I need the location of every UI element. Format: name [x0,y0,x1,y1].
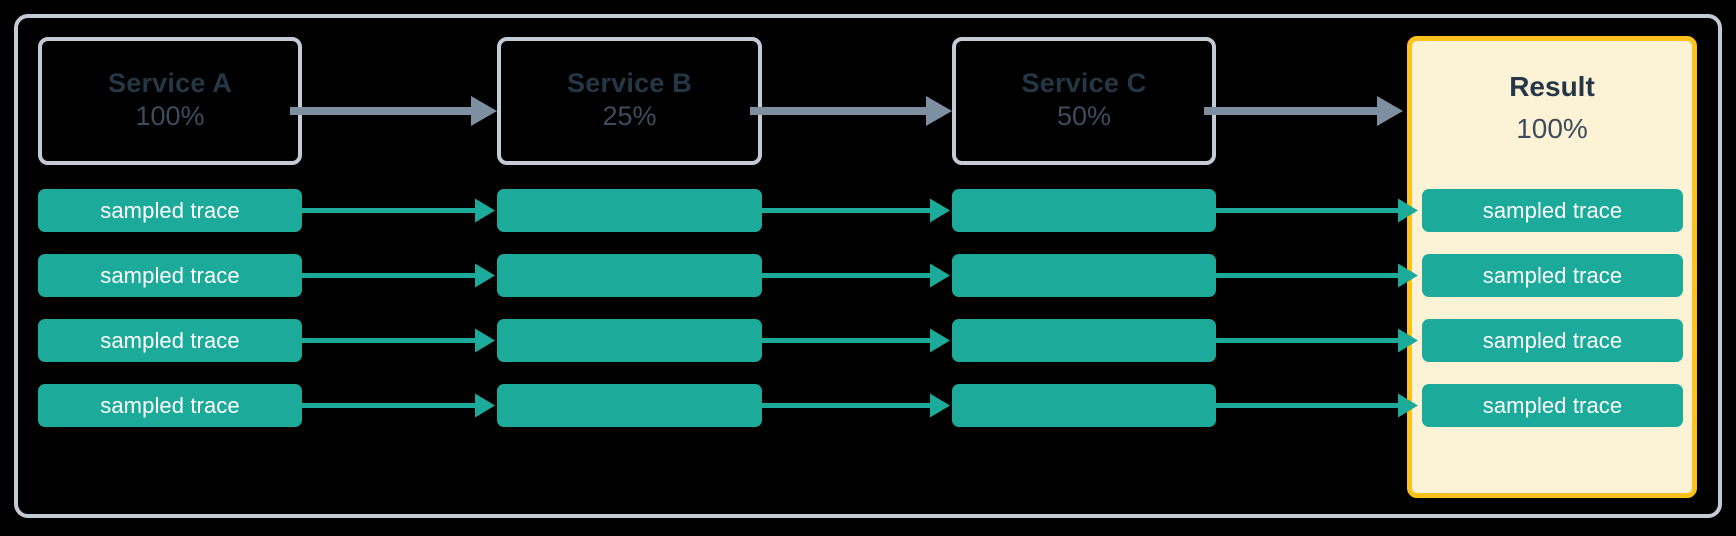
trace-bar-col-b-row-1 [497,189,762,232]
service-b-name: Service B [567,68,692,99]
service-box-c: Service C 50% [952,37,1216,165]
trace-bar-col-a-row-2: sampled trace [38,254,302,297]
trace-bar-col-b-row-4 [497,384,762,427]
service-c-name: Service C [1021,68,1147,99]
trace-bar-label: sampled trace [100,197,240,223]
trace-bar-label: sampled trace [100,392,240,418]
trace-bar-label: sampled trace [1482,392,1623,418]
trace-bar-col-c-row-1 [952,189,1216,232]
trace-bar-col-result-row-4: sampled trace [1422,384,1683,427]
trace-bar-label: sampled trace [100,327,240,353]
trace-bar-col-result-row-3: sampled trace [1422,319,1683,362]
trace-bar-col-a-row-1: sampled trace [38,189,302,232]
trace-bar-col-b-row-2 [497,254,762,297]
trace-bar-col-result-row-2: sampled trace [1422,254,1683,297]
trace-bar-col-result-row-1: sampled trace [1422,189,1683,232]
trace-bar-label: sampled trace [1482,197,1623,223]
service-a-name: Service A [108,68,232,99]
trace-bar-col-c-row-4 [952,384,1216,427]
result-title: Result [1509,71,1595,102]
service-box-a: Service A 100% [38,37,302,165]
result-percent: 100% [1516,113,1588,144]
trace-bar-col-c-row-2 [952,254,1216,297]
diagram-outer-frame [14,14,1722,518]
trace-bar-label: sampled trace [1482,262,1623,288]
service-a-percent: 100% [135,101,205,132]
service-b-percent: 25% [602,101,657,132]
trace-bar-col-a-row-3: sampled trace [38,319,302,362]
trace-bar-col-b-row-3 [497,319,762,362]
service-box-b: Service B 25% [497,37,762,165]
service-c-percent: 50% [1056,101,1112,132]
trace-bar-col-c-row-3 [952,319,1216,362]
trace-bar-label: sampled trace [1482,327,1623,353]
trace-bar-col-a-row-4: sampled trace [38,384,302,427]
trace-bar-label: sampled trace [100,262,240,288]
